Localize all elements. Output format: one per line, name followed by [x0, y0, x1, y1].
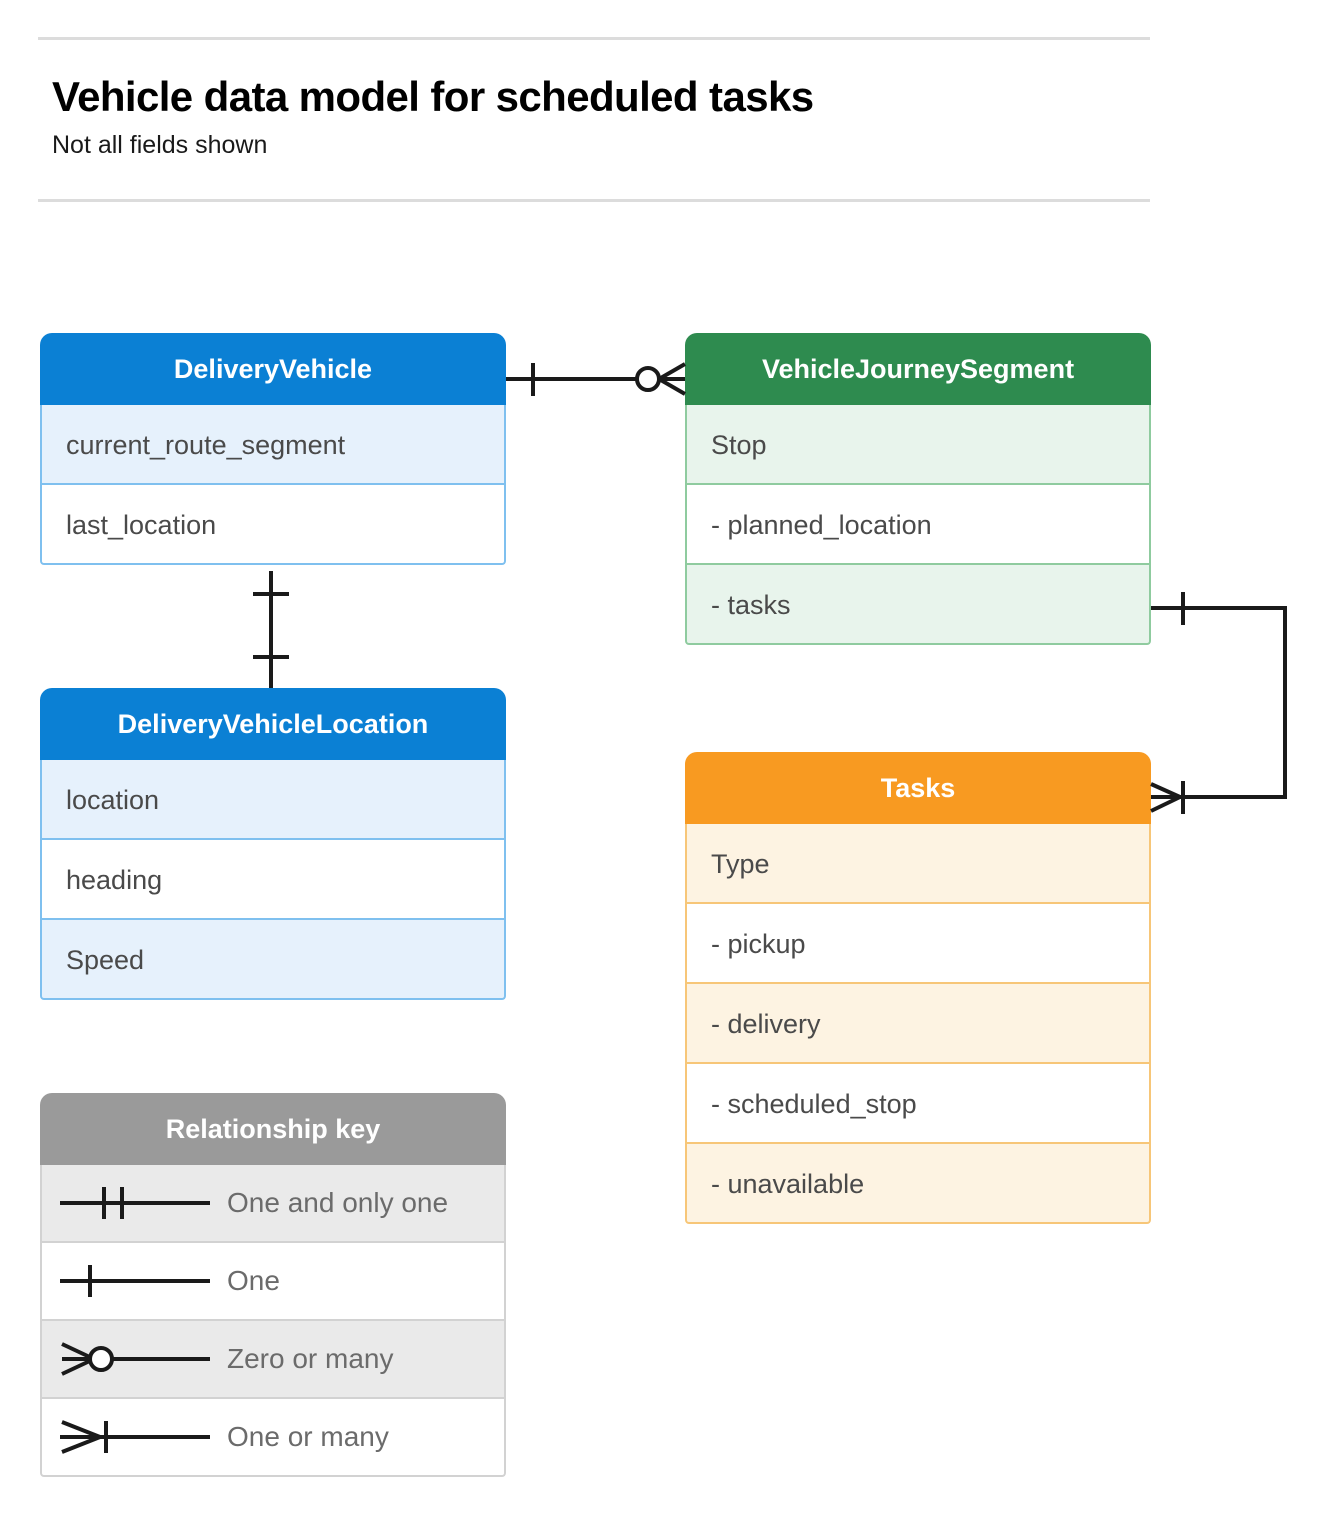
entity-header-tasks: Tasks	[685, 752, 1151, 824]
entity-field-planned-location: - planned_location	[685, 485, 1151, 565]
entity-field-delivery: - delivery	[685, 984, 1151, 1064]
entity-field-current-route-segment: current_route_segment	[40, 405, 506, 485]
header-divider-top	[38, 37, 1150, 40]
entity-field-scheduled-stop: - scheduled_stop	[685, 1064, 1151, 1144]
entity-delivery-vehicle[interactable]: DeliveryVehicle current_route_segment la…	[40, 333, 506, 565]
connector-vehicle-to-journey-segment	[506, 362, 686, 396]
page-subtitle: Not all fields shown	[52, 131, 268, 159]
legend-item-one-and-only-one: One and only one	[40, 1165, 506, 1243]
entity-field-speed: Speed	[40, 920, 506, 1000]
entity-field-type: Type	[685, 824, 1151, 904]
one-icon	[60, 1265, 210, 1297]
legend-label-one: One	[227, 1265, 280, 1296]
entity-vehicle-journey-segment[interactable]: VehicleJourneySegment Stop - planned_loc…	[685, 333, 1151, 645]
legend-label-zero-or-many: Zero or many	[227, 1343, 394, 1374]
one-and-only-one-icon	[60, 1187, 210, 1219]
legend-label-one-and-only-one: One and only one	[227, 1187, 449, 1218]
connector-journey-segment-tasks-to-tasks	[1150, 592, 1287, 814]
entity-header-vehicle-journey-segment: VehicleJourneySegment	[685, 333, 1151, 405]
entity-tasks[interactable]: Tasks Type - pickup - delivery - schedul…	[685, 752, 1151, 1224]
header-divider-bottom	[38, 199, 1150, 202]
entity-header-delivery-vehicle-location: DeliveryVehicleLocation	[40, 688, 506, 760]
entity-header-delivery-vehicle: DeliveryVehicle	[40, 333, 506, 405]
entity-field-unavailable: - unavailable	[685, 1144, 1151, 1224]
entity-delivery-vehicle-location[interactable]: DeliveryVehicleLocation location heading…	[40, 688, 506, 1000]
legend-item-one: One	[40, 1243, 506, 1321]
legend-item-one-or-many: One or many	[40, 1399, 506, 1477]
legend-label-one-or-many: One or many	[227, 1421, 389, 1452]
legend-header: Relationship key	[40, 1093, 506, 1165]
page-title: Vehicle data model for scheduled tasks	[52, 73, 814, 120]
connector-vehicle-to-location	[253, 571, 289, 688]
entity-field-tasks: - tasks	[685, 565, 1151, 645]
zero-or-many-icon	[61, 1342, 210, 1376]
entity-field-pickup: - pickup	[685, 904, 1151, 984]
relationship-key-legend: Relationship key One and only one One Ze…	[40, 1093, 506, 1477]
entity-field-stop: Stop	[685, 405, 1151, 485]
entity-field-location: location	[40, 760, 506, 840]
entity-field-last-location: last_location	[40, 485, 506, 565]
legend-item-zero-or-many: Zero or many	[40, 1321, 506, 1399]
one-or-many-icon	[60, 1420, 210, 1454]
entity-field-heading: heading	[40, 840, 506, 920]
